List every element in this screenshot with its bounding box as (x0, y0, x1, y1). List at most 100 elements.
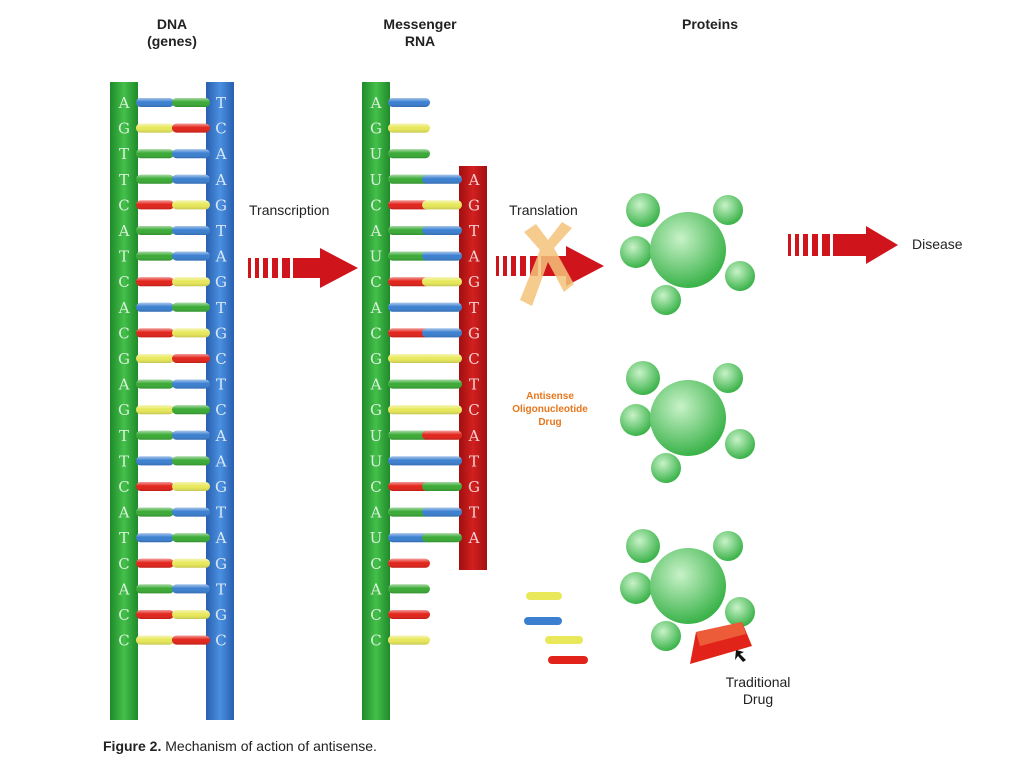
mrna-letter-13: U (370, 427, 383, 445)
dna-letter-left-12: G (118, 401, 130, 419)
dna-base-right-8-shine (172, 302, 210, 312)
mrna-letter-5: A (370, 222, 382, 240)
dna-letter-right-8: T (216, 299, 226, 317)
mrna-base-14-shine (388, 456, 430, 466)
mrna-letter-10: G (370, 350, 382, 368)
protein-1-lobe-4 (651, 285, 681, 315)
dna-letter-right-1: C (215, 120, 226, 138)
dna-base-right-3-shine (172, 174, 210, 184)
mrna-letter-14: U (370, 452, 383, 470)
antisense-letter-1: G (468, 196, 480, 214)
protein-3-core (650, 548, 726, 624)
disease-label: Disease (912, 236, 963, 252)
mrna-letter-1: G (370, 120, 382, 138)
dna-base-right-14-shine (172, 456, 210, 466)
protein-1-lobe-0 (626, 193, 660, 227)
dna-base-left-9-shine (136, 328, 174, 338)
mrna-base-10-shine (388, 354, 430, 363)
antisense-letter-9: C (468, 401, 479, 419)
dna-base-right-7-shine (172, 277, 210, 287)
antisense-base-0-shine (422, 174, 462, 184)
mrna-base-6-shine (388, 251, 430, 261)
dna-letter-left-20: C (118, 606, 129, 624)
antisense-letter-4: G (468, 273, 480, 291)
traditional-drug-shape (690, 622, 752, 664)
antisense-letter-11: T (469, 452, 479, 470)
dna-base-left-14-shine (136, 456, 174, 466)
antisense-letter-14: A (468, 529, 480, 547)
dna-base-left-16-shine (136, 507, 174, 517)
dna-base-right-9-shine (172, 328, 210, 338)
dna-base-left-12-shine (136, 405, 174, 415)
dna-letter-right-20: G (215, 606, 227, 624)
translation-label: Translation (509, 202, 578, 218)
antisense-base-10-shine (422, 430, 462, 440)
dna-base-right-6-shine (172, 251, 210, 261)
mrna-base-9-shine (388, 328, 430, 338)
mrna-letter-8: A (370, 299, 382, 317)
dna-base-left-11-shine (136, 379, 174, 389)
antisense-base-9-shine (422, 405, 462, 415)
dna-base-left-21-shine (136, 635, 174, 645)
dna-base-left-2-shine (136, 149, 174, 159)
dna-letter-left-0: A (118, 94, 130, 112)
dna-letter-left-14: T (119, 452, 129, 470)
traditional-drug-label: Traditional Drug (725, 674, 791, 707)
dna-letter-right-10: C (215, 350, 226, 368)
dna-letter-right-12: C (215, 401, 226, 419)
protein-2-lobe-1 (713, 363, 743, 393)
dna-base-left-15-shine (136, 482, 174, 491)
antisense-letter-12: G (468, 478, 480, 496)
mrna-base-0-shine (388, 98, 430, 107)
dna-base-right-12-shine (172, 405, 210, 415)
mrna-base-16-shine (388, 507, 430, 517)
antisense-letter-13: T (469, 504, 479, 522)
mrna-base-11-shine (388, 379, 430, 389)
free-oligonucleotide-fragments (524, 592, 588, 664)
antisense-base-2-shine (422, 226, 462, 235)
dna-letter-left-4: C (118, 196, 129, 214)
caption-number: Figure 2. (103, 738, 162, 754)
mrna-letter-17: U (370, 529, 383, 547)
mrna-letter-4: C (370, 196, 381, 214)
disease-arrow (788, 226, 898, 264)
protein-1-lobe-3 (725, 261, 755, 291)
dna-letter-left-5: A (118, 222, 130, 240)
mrna-letter-19: A (370, 580, 382, 598)
dna-letter-left-9: C (118, 324, 129, 342)
protein-3-lobe-2 (620, 572, 652, 604)
protein-1-lobe-2 (620, 236, 652, 268)
dna-base-left-1-shine (136, 123, 174, 133)
dna-base-right-21-shine (172, 635, 210, 645)
dna-letter-left-10: G (118, 350, 130, 368)
protein-3-lobe-0 (626, 529, 660, 563)
dna-letter-left-17: T (119, 529, 129, 547)
dna-letter-left-19: A (118, 580, 130, 598)
dna-base-right-16-shine (172, 507, 210, 517)
mrna-base-8-shine (388, 302, 430, 312)
mrna-letter-18: C (370, 555, 381, 573)
dna-base-left-3-shine (136, 174, 174, 184)
mrna-letter-2: U (370, 145, 383, 163)
antisense-letter-6: G (468, 324, 480, 342)
dna-letter-right-21: C (215, 632, 226, 650)
protein-3-lobe-1 (713, 531, 743, 561)
dna-letter-right-14: A (215, 452, 227, 470)
dna-letter-right-5: T (216, 222, 226, 240)
dna-base-right-0-shine (172, 98, 210, 107)
transcription-arrow (248, 248, 358, 288)
antisense-letter-10: A (468, 427, 480, 445)
mrna-letter-6: U (370, 248, 383, 266)
protein-2-lobe-0 (626, 361, 660, 395)
antisense-base-6-shine (422, 328, 462, 338)
protein-1-icon (620, 193, 755, 315)
dna-letter-left-11: A (118, 376, 130, 394)
dna-letter-left-21: C (118, 632, 129, 650)
dna-letter-left-15: C (118, 478, 129, 496)
mrna-base-4-shine (388, 200, 430, 210)
mrna-backbone (362, 82, 390, 720)
dna-letter-right-13: A (215, 427, 227, 445)
dna-letter-right-4: G (215, 196, 227, 214)
